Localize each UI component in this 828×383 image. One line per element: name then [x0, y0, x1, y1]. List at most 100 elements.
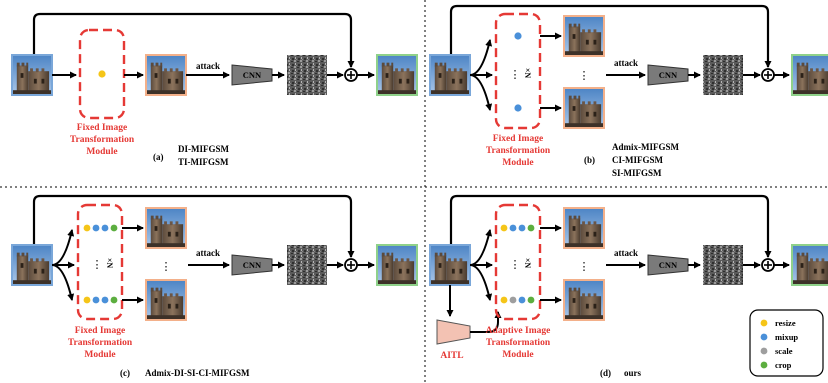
- cnn-label: CNN: [243, 70, 262, 80]
- cnn-block: [231, 254, 273, 276]
- panel-tag: (d): [600, 368, 611, 378]
- aitl-label: AITL: [440, 351, 463, 361]
- mixup-dot: [514, 32, 522, 40]
- transformed-image-border: [563, 279, 605, 321]
- perturbation-image: [287, 55, 327, 95]
- fixed-transformation-module-box: [76, 203, 124, 321]
- cnn-block: [647, 64, 689, 86]
- module-label-line-1: Adaptive Image: [486, 326, 551, 336]
- attack-label: attack: [196, 61, 220, 71]
- method-name: CI-MIFGSM: [612, 155, 663, 165]
- method-name: SI-MIFGSM: [612, 168, 662, 178]
- perturbation-image: [703, 55, 743, 95]
- method-name: Admix-MIFGSM: [612, 142, 680, 152]
- adversarial-image-border: [791, 244, 828, 286]
- method-name: ours: [624, 368, 642, 378]
- module-label-line-1: Fixed Image: [77, 123, 127, 133]
- module-label-line-1: Fixed Image: [493, 134, 543, 144]
- transformed-image: [565, 17, 603, 55]
- legend-mixup-swatch: [760, 333, 768, 341]
- module-label-line-1: Fixed Image: [75, 326, 125, 336]
- module-label-line-2: Transformation: [486, 338, 551, 348]
- legend-scale-label: scale: [775, 346, 793, 356]
- mixup-dot: [518, 296, 526, 304]
- adversarial-image-border: [791, 54, 828, 96]
- vertical-ellipsis: ⋮: [510, 69, 521, 81]
- vertical-ellipsis: ⋮: [579, 261, 590, 273]
- cnn-label: CNN: [243, 260, 262, 270]
- module-label-line-3: Module: [502, 158, 533, 168]
- adversarial-image: [378, 246, 416, 284]
- panel-c: ⋮ ×N ⋮ attack CNN Fixed Image Transforma…: [11, 194, 418, 378]
- resize-dot: [500, 296, 508, 304]
- branch-arrow-bottom: [469, 264, 493, 301]
- resize-dot: [83, 296, 91, 304]
- legend-resize-swatch: [760, 319, 768, 327]
- scale-dot: [509, 296, 517, 304]
- vertical-ellipsis: ⋮: [510, 259, 521, 271]
- input-image: [431, 56, 469, 94]
- transformed-image: [147, 209, 185, 247]
- mixup-dot: [101, 296, 109, 304]
- mixup-dot: [92, 224, 100, 232]
- mixup-dot: [92, 296, 100, 304]
- skip-connection-arrow: [449, 4, 772, 68]
- resize-dot: [83, 224, 91, 232]
- module-label-line-2: Transformation: [70, 135, 135, 145]
- panel-tag: (a): [153, 152, 164, 162]
- branch-arrow-top: [51, 229, 75, 266]
- branch-arrow-bottom: [469, 74, 493, 111]
- skip-connection-arrow: [32, 194, 355, 258]
- times-n-label: ×N: [105, 258, 114, 269]
- perturbation-image: [287, 245, 327, 285]
- module-label-line-3: Module: [502, 350, 533, 360]
- legend-box: [749, 309, 824, 377]
- mixup-dot: [518, 224, 526, 232]
- transformed-image-border: [563, 207, 605, 249]
- module-label-line-3: Module: [86, 147, 117, 157]
- adversarial-image: [378, 56, 416, 94]
- legend-crop-label: crop: [775, 360, 792, 370]
- perturbation-image: [703, 245, 743, 285]
- fixed-transformation-module-box: [494, 12, 542, 130]
- mixup-dot: [514, 104, 522, 112]
- transformed-image: [565, 281, 603, 319]
- transformed-image: [565, 209, 603, 247]
- attack-label: attack: [614, 58, 638, 68]
- panel-d: AITL ⋮ ×N ⋮ attack CNN Adaptive Image: [429, 194, 828, 378]
- branch-arrow-top: [469, 39, 493, 76]
- cnn-label: CNN: [659, 70, 678, 80]
- input-image: [13, 56, 51, 94]
- crop-dot: [527, 224, 535, 232]
- attack-label: attack: [614, 248, 638, 258]
- panel-tag: (c): [120, 368, 130, 378]
- panel-a: attack CNN Fixed Image Transformation Mo…: [11, 12, 418, 167]
- adversarial-image-border: [376, 54, 418, 96]
- transformed-image-border: [145, 207, 187, 249]
- vertical-ellipsis: ⋮: [579, 70, 590, 82]
- times-n-label: ×N: [523, 68, 532, 79]
- input-image: [13, 246, 51, 284]
- method-name: DI-MIFGSM: [178, 144, 229, 154]
- aitl-to-module-arrow: [470, 311, 502, 333]
- mixup-dot: [509, 224, 517, 232]
- skip-connection-arrow: [32, 12, 355, 68]
- aitl-network-block: [436, 319, 471, 345]
- transformed-image: [147, 281, 185, 319]
- transformed-image: [147, 56, 185, 94]
- module-label-line-2: Transformation: [486, 146, 551, 156]
- legend-scale-swatch: [760, 347, 768, 355]
- vertical-ellipsis: ⋮: [92, 259, 103, 271]
- resize-dot: [500, 224, 508, 232]
- vertical-ellipsis: ⋮: [161, 261, 172, 273]
- crop-dot: [527, 296, 535, 304]
- branch-arrow-bottom: [51, 264, 75, 301]
- transformed-image-border: [563, 87, 605, 129]
- legend-crop-swatch: [760, 361, 768, 369]
- legend-mixup-label: mixup: [775, 332, 798, 342]
- transformed-image: [565, 89, 603, 127]
- adversarial-image: [793, 56, 828, 94]
- skip-connection-arrow: [449, 194, 772, 258]
- method-name: Admix-DI-SI-CI-MIFGSM: [145, 368, 250, 378]
